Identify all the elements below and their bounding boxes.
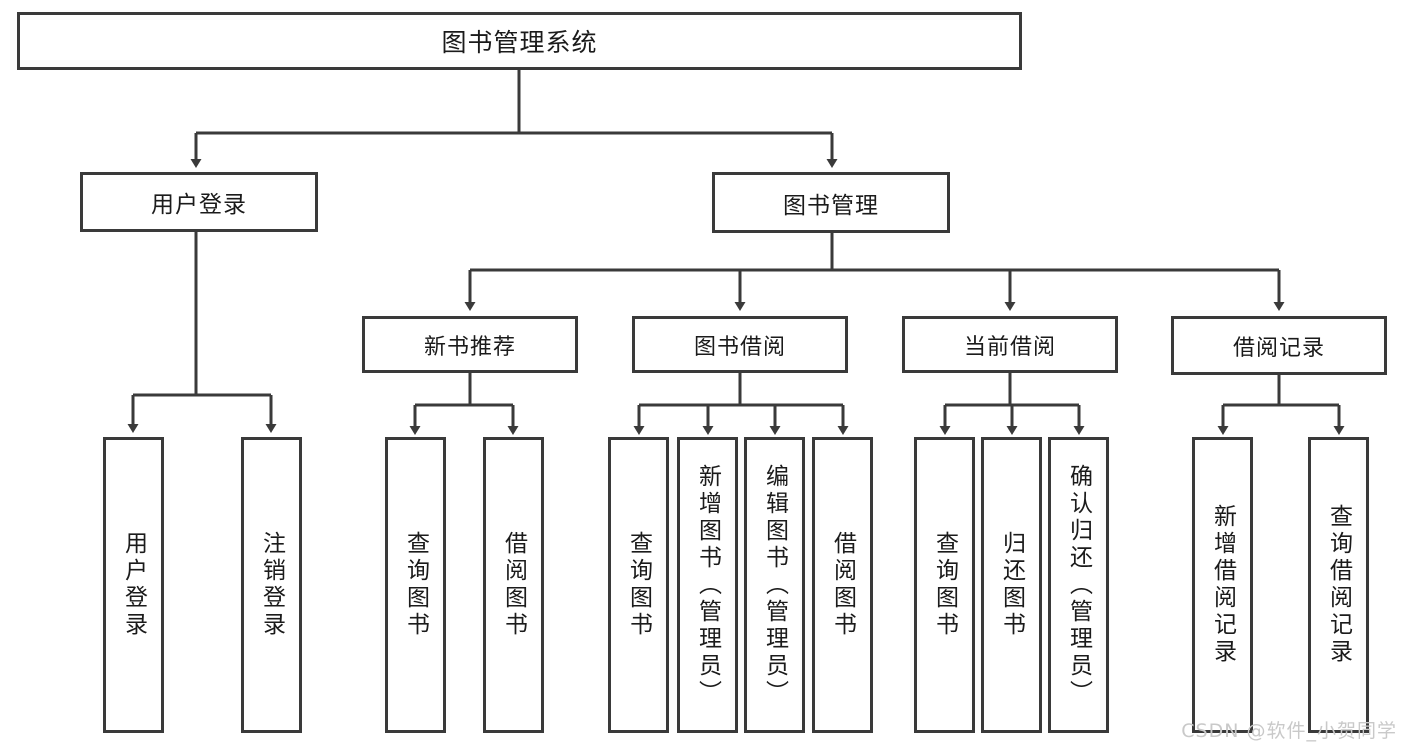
leaf-label: 查询借阅记录 bbox=[1325, 504, 1352, 666]
leaf-book-borrow-add-book-admin[interactable]: 新增图书（管理员） bbox=[677, 437, 738, 733]
leaf-borrow-records-query-record[interactable]: 查询借阅记录 bbox=[1308, 437, 1369, 733]
node-label: 新书推荐 bbox=[423, 334, 516, 360]
node-label: 图书借阅 bbox=[693, 334, 786, 360]
node-user-login[interactable]: 用户登录 bbox=[80, 172, 318, 232]
leaf-new-book-query-book[interactable]: 查询图书 bbox=[385, 437, 446, 733]
leaf-label: 编辑图书（管理员） bbox=[761, 463, 788, 707]
node-label: 图书管理 bbox=[783, 192, 879, 219]
node-label: 借阅记录 bbox=[1232, 335, 1325, 361]
leaf-label: 新增图书（管理员） bbox=[694, 463, 721, 707]
node-new-book-recommend[interactable]: 新书推荐 bbox=[362, 316, 578, 373]
leaf-current-borrow-return-book[interactable]: 归还图书 bbox=[981, 437, 1042, 733]
node-label: 用户登录 bbox=[151, 192, 247, 218]
leaf-label: 新增借阅记录 bbox=[1209, 504, 1236, 666]
leaf-book-borrow-edit-book-admin[interactable]: 编辑图书（管理员） bbox=[744, 437, 805, 733]
leaf-new-book-borrow-book[interactable]: 借阅图书 bbox=[483, 437, 544, 733]
leaf-book-borrow-borrow-book[interactable]: 借阅图书 bbox=[812, 437, 873, 733]
leaf-borrow-records-add-record[interactable]: 新增借阅记录 bbox=[1192, 437, 1253, 733]
leaf-user-login-login[interactable]: 用户登录 bbox=[103, 437, 164, 733]
leaf-label: 借阅图书 bbox=[500, 531, 527, 639]
leaf-label: 查询图书 bbox=[931, 531, 958, 639]
node-book-management[interactable]: 图书管理 bbox=[712, 172, 950, 233]
leaf-label: 注销登录 bbox=[258, 531, 285, 639]
node-borrow-records[interactable]: 借阅记录 bbox=[1171, 316, 1387, 375]
leaf-label: 查询图书 bbox=[402, 531, 429, 639]
node-label: 当前借阅 bbox=[963, 334, 1056, 360]
leaf-book-borrow-query-book[interactable]: 查询图书 bbox=[608, 437, 669, 733]
leaf-label: 归还图书 bbox=[998, 531, 1025, 639]
leaf-user-login-logout[interactable]: 注销登录 bbox=[241, 437, 302, 733]
leaf-current-borrow-query-book[interactable]: 查询图书 bbox=[914, 437, 975, 733]
leaf-label: 用户登录 bbox=[120, 531, 147, 639]
leaf-current-borrow-confirm-return-admin[interactable]: 确认归还（管理员） bbox=[1048, 437, 1109, 733]
node-label: 图书管理系统 bbox=[441, 28, 598, 57]
node-current-borrow[interactable]: 当前借阅 bbox=[902, 316, 1118, 373]
leaf-label: 查询图书 bbox=[625, 531, 652, 639]
leaf-label: 确认归还（管理员） bbox=[1065, 463, 1092, 707]
watermark-text: CSDN @软件_小贺同学 bbox=[1181, 720, 1397, 742]
node-root-book-management-system[interactable]: 图书管理系统 bbox=[17, 12, 1022, 70]
node-book-borrow[interactable]: 图书借阅 bbox=[632, 316, 848, 373]
leaf-label: 借阅图书 bbox=[829, 531, 856, 639]
